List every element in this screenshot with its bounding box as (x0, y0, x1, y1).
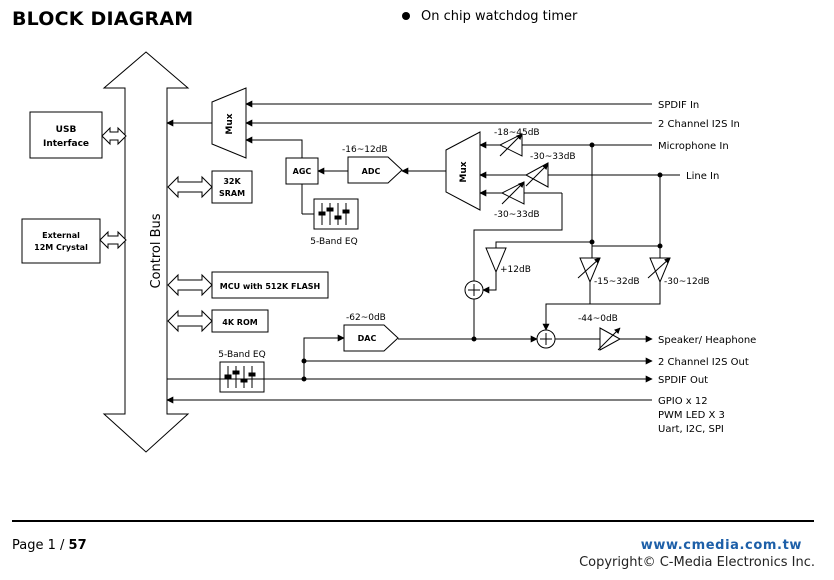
control-bus-arrow (102, 51, 190, 453)
eq-2-block (219, 361, 265, 393)
mcu-bus-arrow (167, 273, 213, 297)
dac-label: DAC (358, 334, 377, 343)
eq-2-sliders-icon (224, 366, 256, 388)
website-link[interactable]: www.cmedia.com.tw (640, 538, 802, 553)
spdif-in-label: SPDIF In (658, 100, 699, 111)
adc-label: ADC (362, 167, 381, 176)
page-number: Page 1 / 57 (12, 538, 87, 553)
mic-gain-label: -18~45dB (494, 128, 540, 138)
loop-gain-label: -30~33dB (494, 210, 540, 220)
sram-block (211, 170, 253, 204)
mux-1-label: Mux (225, 113, 235, 134)
spdif-out-label: SPDIF Out (658, 375, 708, 386)
mcu-label: MCU with 512K FLASH (220, 282, 320, 291)
adc-gain-label: -16~12dB (342, 145, 388, 155)
crystal-bus-arrow (99, 230, 127, 250)
gpio-label-2: PWM LED X 3 (658, 410, 725, 421)
eq-1-label: 5-Band EQ (310, 237, 357, 247)
mux-2-shape (445, 131, 481, 211)
usb-interface-block (29, 111, 103, 159)
rom-bus-arrow (167, 309, 213, 333)
footer-rule (12, 520, 814, 522)
external-crystal-block (21, 218, 101, 264)
i2s-out-label: 2 Channel I2S Out (658, 357, 749, 368)
gpio-label-3: Uart, I2C, SPI (658, 424, 724, 435)
rom-label: 4K ROM (222, 318, 258, 327)
i2s-in-label: 2 Channel I2S In (658, 119, 740, 130)
usb-label-2: Interface (43, 139, 89, 149)
line-mix-gain-label: -30~12dB (664, 277, 710, 287)
eq-2-label: 5-Band EQ (218, 350, 265, 360)
page-title: BLOCK DIAGRAM (12, 8, 194, 30)
adc-shape (347, 156, 403, 184)
crystal-label-2: 12M Crystal (34, 243, 88, 252)
block-diagram: USB Interface External 12M Crystal 32K S… (21, 51, 756, 453)
sram-bus-arrow (167, 175, 213, 199)
dac-shape (343, 324, 399, 352)
feature-text: On chip watchdog timer (421, 9, 578, 24)
mic-in-label: Microphone In (658, 141, 729, 152)
bullet-dot-icon (402, 11, 410, 20)
sram-label-2: SRAM (219, 189, 245, 198)
mic-mix-amp (579, 257, 601, 284)
out-gain-label: -44~0dB (578, 314, 618, 324)
mux-1-shape (211, 87, 247, 159)
gpio-label-1: GPIO x 12 (658, 396, 708, 407)
speaker-label: Speaker/ Heaphone (658, 335, 756, 346)
boost-gain-label: +12dB (500, 265, 531, 275)
crystal-label-1: External (42, 231, 80, 240)
page-total: 57 (68, 538, 87, 553)
line-gain-label: -30~33dB (530, 152, 576, 162)
mic-mix-gain-label: -15~32dB (594, 277, 640, 287)
page-label: Page 1 / (12, 538, 69, 553)
copyright-text: Copyright© C-Media Electronics Inc. (579, 555, 815, 570)
eq-1-sliders-icon (318, 203, 350, 225)
sram-label-1: 32K (223, 177, 241, 186)
line-in-label: Line In (686, 171, 719, 182)
control-bus-label: Control Bus (149, 213, 164, 288)
usb-label-1: USB (56, 125, 77, 135)
feature-bullet: On chip watchdog timer (402, 9, 577, 24)
mux-2-label: Mux (459, 161, 469, 182)
dac-gain-label: -62~0dB (346, 313, 386, 323)
agc-label: AGC (293, 167, 312, 176)
usb-bus-arrow (101, 126, 127, 146)
